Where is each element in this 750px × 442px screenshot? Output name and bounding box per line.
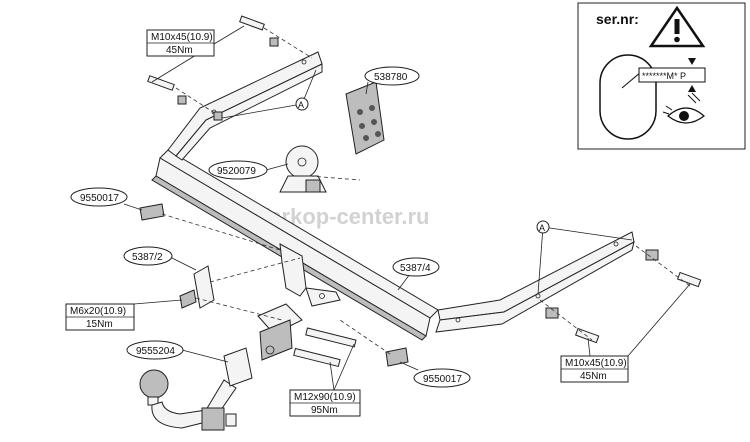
bolt-right-torque: 45Nm (580, 371, 607, 382)
bolt-center (293, 327, 357, 368)
label-9550017-left: 9550017 (70, 187, 143, 211)
spacer-9550017-right (385, 347, 409, 367)
label-5387-4-text: 5387/4 (400, 263, 431, 274)
bolt-small-torque: 15Nm (86, 319, 113, 330)
label-9550017-left-text: 9550017 (80, 193, 119, 204)
label-9555204-text: 9555204 (136, 346, 175, 357)
serial-plate: *******M* P (638, 58, 706, 92)
label-5387-4: 5387/4 (392, 257, 440, 291)
label-bolt-top: M10x45(10.9) 45Nm (146, 25, 245, 83)
bolts-top-left (147, 15, 313, 121)
serial-plate-text: *******M* P (642, 71, 686, 81)
label-9555204: 9555204 (126, 340, 229, 363)
side-bracket-5387-2 (179, 265, 215, 309)
marker-a-right: A (536, 220, 633, 295)
socket-plate-538780 (345, 81, 385, 155)
bolt-center-torque: 95Nm (311, 405, 338, 416)
label-538780: 538780 (364, 66, 420, 95)
serial-number-box: ser.nr: *******M* P (577, 2, 746, 150)
marker-a-left-text: A (298, 100, 304, 110)
cross-beam (151, 51, 635, 341)
tow-ball-9555204 (139, 347, 253, 431)
label-bolt-center: M12x90(10.9) 95Nm (289, 343, 361, 417)
marker-a-left: A (221, 69, 317, 119)
bolt-top-torque: 45Nm (166, 45, 193, 56)
label-9550017-right: 9550017 (399, 361, 471, 388)
label-bolt-small: M6x20(10.9) 15Nm (65, 299, 183, 331)
label-5387-2-text: 5387/2 (132, 252, 163, 263)
eye-icon (662, 92, 705, 124)
label-538780-text: 538780 (374, 72, 408, 83)
warning-triangle-icon (648, 5, 706, 48)
bolt-center-spec: M12x90(10.9) (294, 392, 356, 403)
socket-bracket-9520079 (279, 145, 327, 193)
neck-clamp (257, 303, 303, 361)
spacer-9550017-left (139, 203, 165, 221)
label-9550017-right-text: 9550017 (423, 374, 462, 385)
label-5387-2: 5387/2 (123, 246, 197, 271)
assembly-guide-lines (161, 175, 391, 355)
bolt-top-spec: M10x45(10.9) (151, 32, 213, 43)
bolt-right-spec: M10x45(10.9) (565, 358, 627, 369)
bolts-right (539, 245, 702, 344)
label-9520079-text: 9520079 (217, 166, 256, 177)
serial-title: ser.nr: (596, 11, 639, 27)
label-9520079: 9520079 (208, 160, 289, 180)
marker-a-right-text: A (539, 223, 545, 233)
label-bolt-right: M10x45(10.9) 45Nm (560, 283, 691, 383)
bolt-small-spec: M6x20(10.9) (70, 306, 126, 317)
